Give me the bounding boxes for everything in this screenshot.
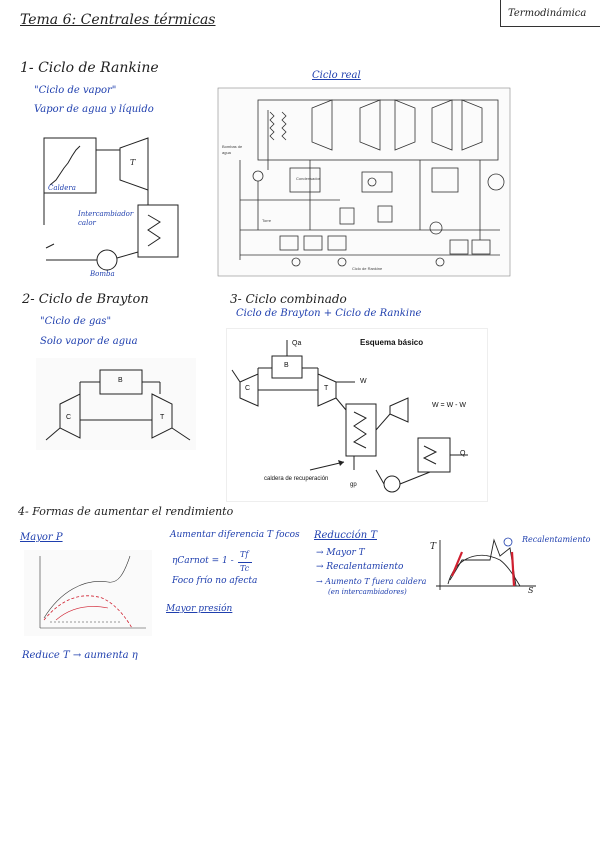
col3-title: Reducción T	[314, 530, 377, 541]
col3-item3b: (en intercambiadores)	[328, 588, 407, 596]
brayton-t-label: T	[160, 414, 165, 421]
section1-line2: Vapor de agua y líquido	[34, 104, 154, 115]
col2-formula-lhs: ηCarnot = 1 -	[172, 556, 234, 566]
svg-text:Ciclo de Rankine: Ciclo de Rankine	[352, 266, 383, 271]
col3-item1: → Mayor T	[316, 548, 365, 558]
col2-formula-num: Tf	[240, 550, 249, 559]
section2-subtitle: "Ciclo de gas"	[40, 316, 112, 327]
section1-heading: 1- Ciclo de Rankine	[20, 60, 159, 76]
svg-text:Bombas de: Bombas de	[222, 144, 243, 149]
combined-qa: Qa	[292, 340, 302, 347]
subject-label: Termodinámica	[508, 8, 587, 19]
brayton-figure	[36, 358, 196, 450]
ts-axis-s: S	[528, 586, 534, 595]
col2-formula-den: Tc	[240, 564, 250, 573]
pump-label: Bomba	[90, 270, 115, 278]
brayton-c-label: C	[66, 414, 72, 421]
section4-heading: 4- Formas de aumentar el rendimiento	[18, 505, 234, 518]
combined-wcu: W	[360, 378, 367, 385]
ts-axis-t: T	[430, 542, 437, 552]
col2-title: Aumentar diferencia T focos	[170, 530, 300, 540]
turbine-label: T	[130, 158, 136, 167]
pressure-plot	[24, 550, 152, 636]
svg-text:Condensador: Condensador	[296, 176, 321, 181]
combined-weq: W = W - W	[432, 402, 467, 409]
boiler-label: Caldera	[48, 184, 76, 192]
col2-item2: Mayor presión	[166, 604, 233, 614]
section3-heading: 3- Ciclo combinado	[230, 292, 347, 306]
combined-caldera: caldera de recuperación	[264, 476, 329, 482]
svg-text:Torre: Torre	[262, 218, 272, 223]
combined-t: T	[324, 385, 329, 392]
col3-item2: → Recalentamiento	[316, 562, 404, 572]
brayton-b-label: B	[118, 377, 123, 384]
svg-text:agua: agua	[222, 150, 232, 155]
subject-frame	[500, 0, 600, 27]
col2-fraction-bar	[238, 562, 252, 563]
section1-subtitle: "Ciclo de vapor"	[34, 85, 117, 96]
combined-b: B	[284, 362, 289, 369]
section3-line1: Ciclo de Brayton + Ciclo de Rankine	[236, 308, 422, 319]
col3-item3: → Aumento T fuera caldera	[316, 577, 427, 586]
section2-line2: Solo vapor de agua	[40, 336, 138, 347]
combined-gp: gp	[350, 482, 357, 488]
real-cycle-label: Ciclo real	[312, 70, 361, 81]
col4-label: Recalentamiento	[522, 535, 591, 544]
col2-note: Foco frío no afecta	[172, 576, 258, 586]
combined-c: C	[245, 385, 251, 392]
combined-qs: Q	[460, 450, 466, 457]
section2-heading: 2- Ciclo de Brayton	[22, 292, 149, 307]
exchanger-label: Intercambiador calor	[78, 210, 134, 227]
page-title: Tema 6: Centrales térmicas	[20, 12, 216, 28]
col1-footer: Reduce T → aumenta η	[22, 650, 138, 661]
combined-title: Esquema básico	[360, 338, 424, 347]
col1-title: Mayor P	[20, 532, 63, 543]
